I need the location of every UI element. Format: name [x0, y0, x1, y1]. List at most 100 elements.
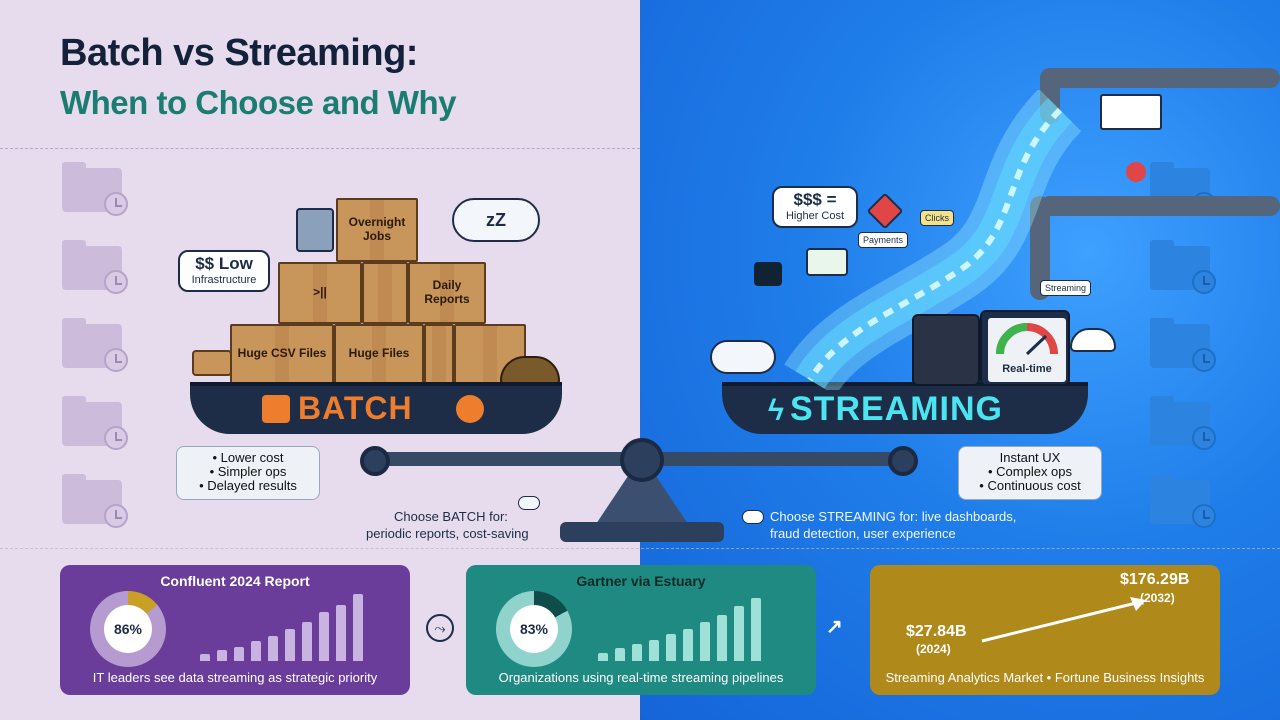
batch-tray — [190, 382, 562, 434]
scale-hinge — [360, 446, 390, 476]
turtle-icon — [500, 356, 560, 384]
tag-clicks: Clicks — [920, 210, 954, 226]
bar — [734, 606, 744, 661]
trend-up-icon: ↗ — [826, 616, 843, 638]
scale-hinge — [888, 446, 918, 476]
cost-bubble: $$$ = Higher Cost — [772, 186, 858, 228]
folder-clock-icon — [1150, 394, 1216, 452]
donut-value: 86% — [104, 605, 152, 653]
cost-bubble: $$ Low Infrastructure — [178, 250, 270, 292]
stat-card-market: $27.84B (2024) $176.29B (2032) Streaming… — [870, 565, 1220, 695]
folder-clock-icon — [62, 160, 128, 218]
gauge-panel: Real-time — [980, 310, 1070, 386]
stat-card-gartner: Gartner via Estuary 83% Organizations us… — [466, 565, 816, 695]
start-year: (2024) — [916, 642, 951, 656]
box-huge-files: Huge Files — [334, 324, 424, 384]
end-value: $176.29B — [1120, 571, 1190, 588]
box-daily-reports: Daily Reports — [408, 262, 486, 324]
line-chart-icon — [1100, 94, 1162, 130]
data-stream-flow — [784, 90, 1082, 390]
tag-streaming: Streaming — [1040, 280, 1092, 296]
bar — [632, 644, 642, 661]
clock-icon — [456, 395, 484, 423]
bar — [615, 648, 625, 661]
folder-clock-icon — [1150, 472, 1216, 530]
bar-chart — [598, 591, 788, 661]
alert-icon — [1126, 162, 1146, 182]
gauge-icon — [996, 323, 1058, 356]
start-value: $27.84B — [906, 623, 967, 640]
folder-clock-icon — [62, 472, 128, 530]
box — [362, 262, 408, 324]
box-huge-csv-files: Huge CSV Files — [230, 324, 334, 384]
end-year: (2032) — [1140, 591, 1175, 605]
streaming-tray — [722, 382, 1088, 434]
bar-chart — [200, 591, 390, 661]
lightning-icon: ϟ — [768, 394, 784, 427]
page-title: Batch vs Streaming: — [60, 32, 418, 74]
card-title: Confluent 2024 Report — [160, 573, 310, 589]
bar — [302, 622, 312, 661]
pipe — [1040, 196, 1280, 216]
divider-line — [0, 548, 1280, 549]
streaming-choose-line2: fraud detection, user experience — [770, 526, 956, 541]
bar — [319, 612, 329, 661]
rabbit-icon — [1070, 328, 1116, 352]
stat-card-confluent: Confluent 2024 Report 86% IT leaders see… — [60, 565, 410, 695]
calendar-icon — [262, 395, 290, 423]
device-icon — [754, 262, 782, 286]
dashboard-panel — [912, 314, 980, 386]
tag-payments: Payments — [858, 232, 909, 248]
batch-choose-line1: Choose BATCH for: — [394, 509, 508, 524]
streaming-points: Instant UX • Complex ops • Continuous co… — [958, 446, 1102, 500]
bar — [751, 598, 761, 661]
folder-clock-icon — [1150, 238, 1216, 296]
thought-cloud-icon — [742, 510, 764, 524]
thought-cloud-icon — [518, 496, 540, 510]
bar — [268, 636, 278, 661]
box-pause: >|| — [278, 262, 362, 324]
card-icon — [806, 248, 848, 276]
batch-label: BATCH — [298, 390, 413, 426]
page-subtitle: When to Choose and Why — [60, 84, 456, 121]
batch-points: • Lower cost • Simpler ops • Delayed res… — [176, 446, 320, 500]
bar — [683, 629, 693, 661]
bar — [234, 647, 244, 661]
bar — [598, 653, 608, 661]
bar — [353, 594, 363, 661]
folder-clock-icon — [62, 394, 128, 452]
folder-clock-icon — [62, 316, 128, 374]
folder-clock-icon — [62, 238, 128, 296]
box — [424, 324, 454, 384]
bar — [251, 641, 261, 661]
bar — [200, 654, 210, 661]
donut-chart: 86% — [90, 591, 166, 667]
bar — [649, 640, 659, 661]
card-caption: Streaming Analytics Market • Fortune Bus… — [885, 670, 1205, 685]
donut-value: 83% — [510, 605, 558, 653]
streaming-choose-line1: Choose STREAMING for: live dashboards, — [770, 509, 1017, 524]
bar — [285, 629, 295, 661]
divider-line — [0, 148, 640, 149]
streaming-label: STREAMING — [790, 390, 1003, 428]
arrow-icon: ⤳ — [426, 614, 454, 642]
bar — [700, 622, 710, 661]
box-overnight-jobs: Overnight Jobs — [336, 198, 418, 262]
card-caption: IT leaders see data streaming as strateg… — [92, 670, 378, 685]
scale-pivot — [620, 438, 664, 482]
card-caption: Organizations using real-time streaming … — [498, 670, 784, 685]
pipe — [1040, 68, 1280, 88]
pipe — [1030, 196, 1050, 300]
sleep-cloud-icon: zZ — [452, 198, 540, 242]
bar — [666, 634, 676, 661]
folder-clock-icon — [1150, 316, 1216, 374]
card-title: Gartner via Estuary — [576, 573, 706, 589]
batch-choose-line2: periodic reports, cost-saving — [366, 526, 529, 541]
bar — [717, 615, 727, 661]
server-icon — [296, 208, 334, 252]
scale-base — [560, 522, 724, 542]
bar — [217, 650, 227, 661]
donut-chart: 83% — [496, 591, 572, 667]
growth-arrow — [981, 597, 1146, 643]
bar — [336, 605, 346, 661]
